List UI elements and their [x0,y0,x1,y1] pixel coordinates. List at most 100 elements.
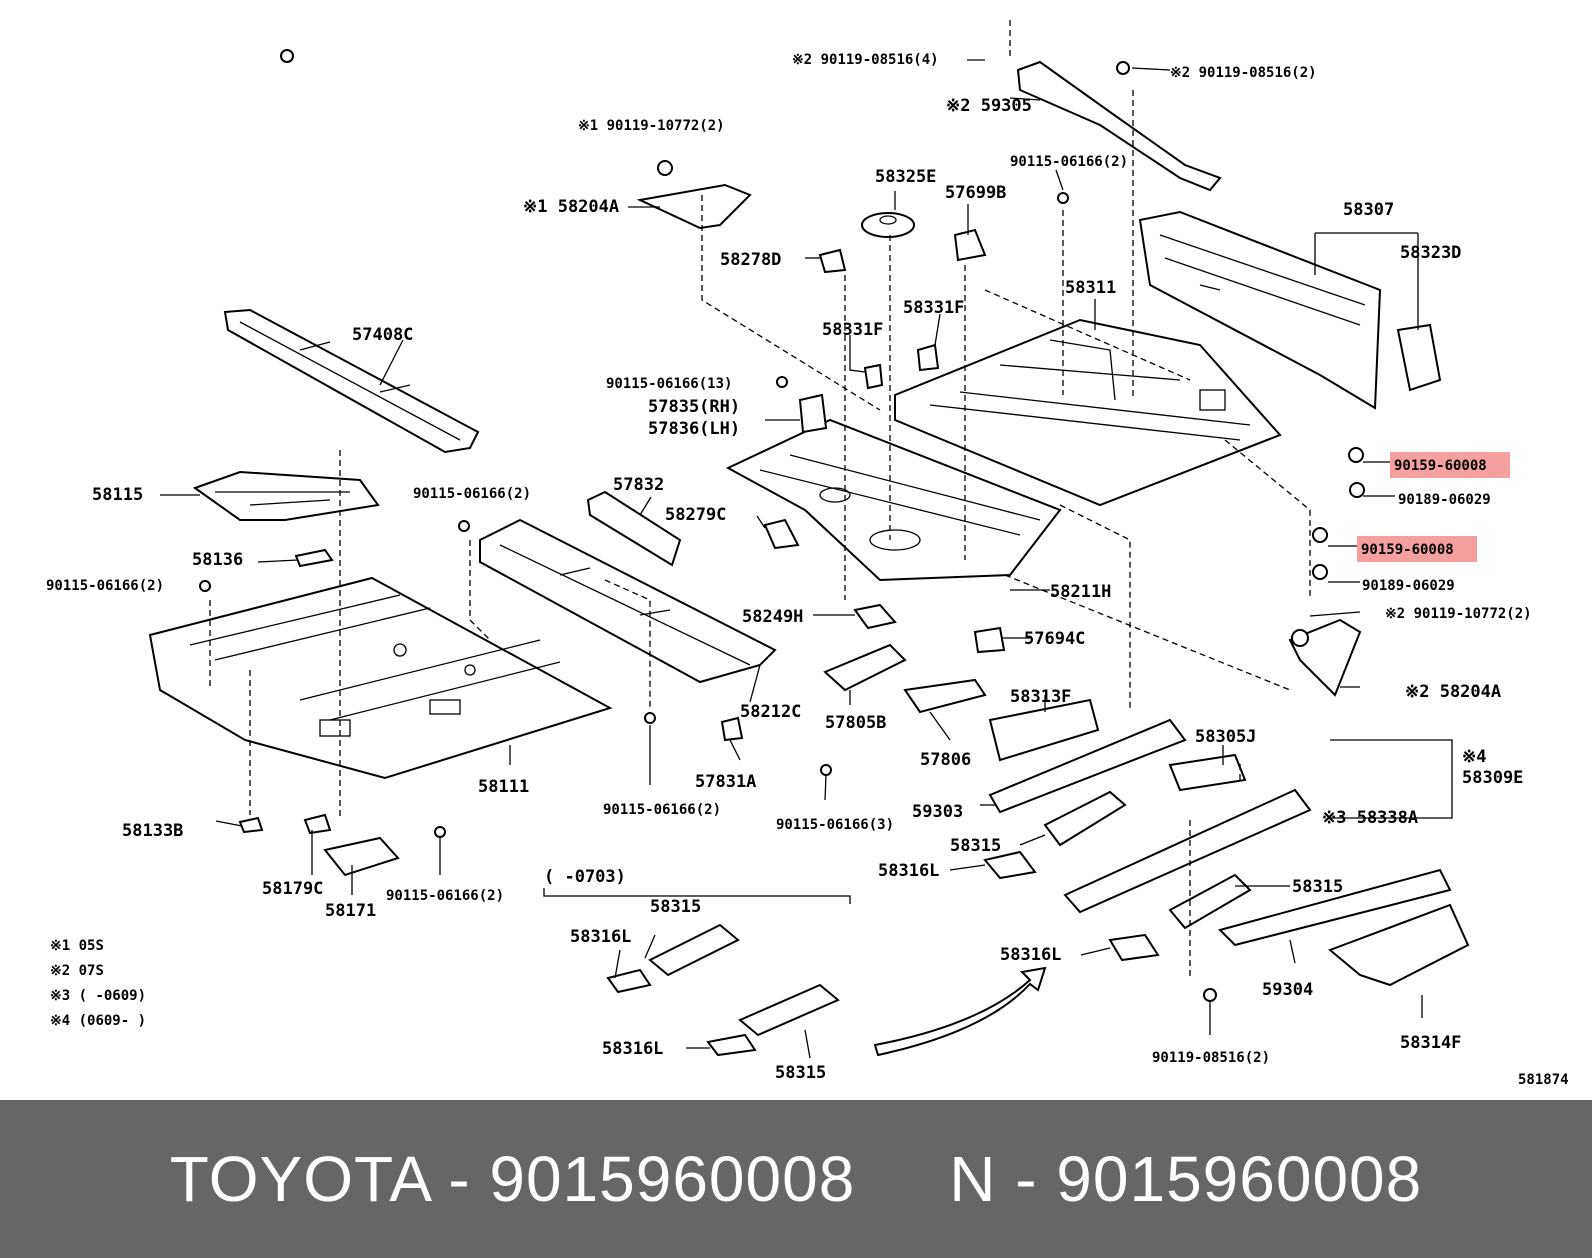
label-57835: 57835(RH) [648,397,740,417]
label-57408c: 57408C [352,325,413,345]
part-58212c-tunnel [479,518,777,684]
part-58115-bracket [192,470,380,521]
label-58249h: 58249H [742,607,803,627]
part-58305j-plate [1168,753,1247,792]
part-57805b-bracket [823,643,907,692]
range-label: ( -0703) [544,867,626,887]
part-57408c-crossmember [223,308,480,454]
part-58323d-bracket [1396,323,1442,392]
label-90115-06166-2-d: 90115-06166(2) [603,802,721,818]
label-58111: 58111 [478,777,529,797]
label-58316l-b: 58316L [570,927,631,947]
part-58111-front-floor-pan [148,576,613,780]
label-57836: 57836(LH) [648,419,740,439]
part-number-footer: TOYOTA - 9015960008 N - 9015960008 [0,1100,1592,1258]
legend-item-3: ※3 ( -0609) [50,988,146,1004]
part-57831a-bracket [720,716,744,742]
label-59303: 59303 [912,802,963,822]
label-58315-a: 58315 [950,836,1001,856]
part-58307-rear-panel [1138,210,1382,410]
label-58278d: 58278D [720,250,781,270]
highlight-90159-60008-a [1390,452,1510,478]
label-58212c: 58212C [740,702,801,722]
exploded-view-svg: ※2 90119-08516(4) ※2 90119-08516(2) ※2 5… [46,20,1569,1088]
part-57806-bracket [903,678,987,714]
parts-diagram: ※2 90119-08516(4) ※2 90119-08516(2) ※2 5… [46,20,1569,1088]
legend-item-1: ※1 05S [50,938,104,954]
part-57835-bracket [798,393,828,434]
part-58278d-bracket [818,248,847,274]
label-58133b: 58133B [122,821,183,841]
label-90119-10772-top: ※1 90119-10772(2) [578,118,725,134]
fastener-marks [199,49,1365,1002]
label-58305j: 58305J [1195,727,1256,747]
label-59305: ※2 59305 [946,96,1032,116]
direction-arrow [873,966,1047,1057]
part-58314f-bracket [1328,903,1470,987]
part-58315-variant [648,923,840,1037]
diagram-id: 581874 [1518,1072,1569,1088]
part-57699b-bracket [953,228,987,262]
part-58311-rear-floor-pan [894,318,1282,507]
label-57699b: 57699B [945,183,1006,203]
part-57832-rail [586,490,682,567]
label-58279c: 58279C [665,505,726,525]
part-58249h-plate [853,603,897,630]
label-58171: 58171 [325,901,376,921]
label-59304: 59304 [1262,980,1313,1000]
alignment-dashes [209,20,1311,980]
label-58313f: 58313F [1010,687,1071,707]
label-58315-d: 58315 [775,1063,826,1083]
part-59303-rail [988,718,1187,814]
label-90115-06166-2-a: 90115-06166(2) [1010,154,1128,170]
label-58136: 58136 [192,550,243,570]
label-90115-06166-2-b: 90115-06166(2) [413,486,531,502]
label-90119-08516-4: ※2 90119-08516(4) [792,52,939,68]
part-58331f-brackets [863,343,940,390]
label-58309e-mark: ※4 [1462,747,1486,767]
label-90119-10772-right: ※2 90119-10772(2) [1385,606,1532,622]
label-57806: 57806 [920,750,971,770]
legend-item-4: ※4 (0609- ) [50,1013,146,1029]
label-58204a-top: ※1 58204A [523,197,619,217]
part-58171-plate [238,813,400,877]
label-57831a: 57831A [695,772,756,792]
part-59305-brace [1016,60,1222,192]
label-58323d: 58323D [1400,243,1461,263]
label-90119-08516-2-top: ※2 90119-08516(2) [1170,65,1317,81]
part-57694c-clip [973,626,1006,654]
label-57805b: 57805B [825,713,886,733]
legend-item-2: ※2 07S [50,963,104,979]
label-90115-06166-2-c: 90115-06166(2) [46,578,164,594]
label-58316l-a: 58316L [878,861,939,881]
label-58316l-d: 58316L [602,1039,663,1059]
label-90119-08516-2-bottom: 90119-08516(2) [1152,1050,1270,1066]
part-58338a-member [1063,788,1312,914]
highlight-90159-60008-b [1357,536,1477,562]
label-58331f-a: 58331F [822,320,883,340]
part-58211h-floor [725,418,1062,582]
part-58279c-bracket [763,518,800,550]
label-90159-60008-a: 90159-60008 [1394,458,1487,474]
label-90159-60008-b: 90159-60008 [1361,542,1454,558]
label-58316l-c: 58316L [1000,945,1061,965]
footer-part-number: TOYOTA - 9015960008 N - 9015960008 [169,1143,1423,1215]
part-58313f-bracket [988,698,1100,762]
label-90189-06029-b: 90189-06029 [1362,578,1455,594]
label-90189-06029-a: 90189-06029 [1398,492,1491,508]
label-58338a: ※3 58338A [1322,808,1418,828]
part-58325e-plug [861,212,915,238]
part-58204a-top-bracket [636,183,752,230]
label-58314f: 58314F [1400,1033,1461,1053]
label-90115-06166-13: 90115-06166(13) [606,376,732,392]
label-58307: 58307 [1343,200,1394,220]
label-57694c: 57694C [1024,629,1085,649]
legend: ※1 05S ※2 07S ※3 ( -0609) ※4 (0609- ) [50,938,146,1029]
leader-lines [160,59,1453,1059]
part-58316l-brackets [606,850,1160,1057]
label-58311: 58311 [1065,278,1116,298]
label-58315-b: 58315 [1292,877,1343,897]
label-58211h: 58211H [1050,582,1111,602]
label-58115: 58115 [92,485,143,505]
part-59304-rail [1218,868,1452,947]
